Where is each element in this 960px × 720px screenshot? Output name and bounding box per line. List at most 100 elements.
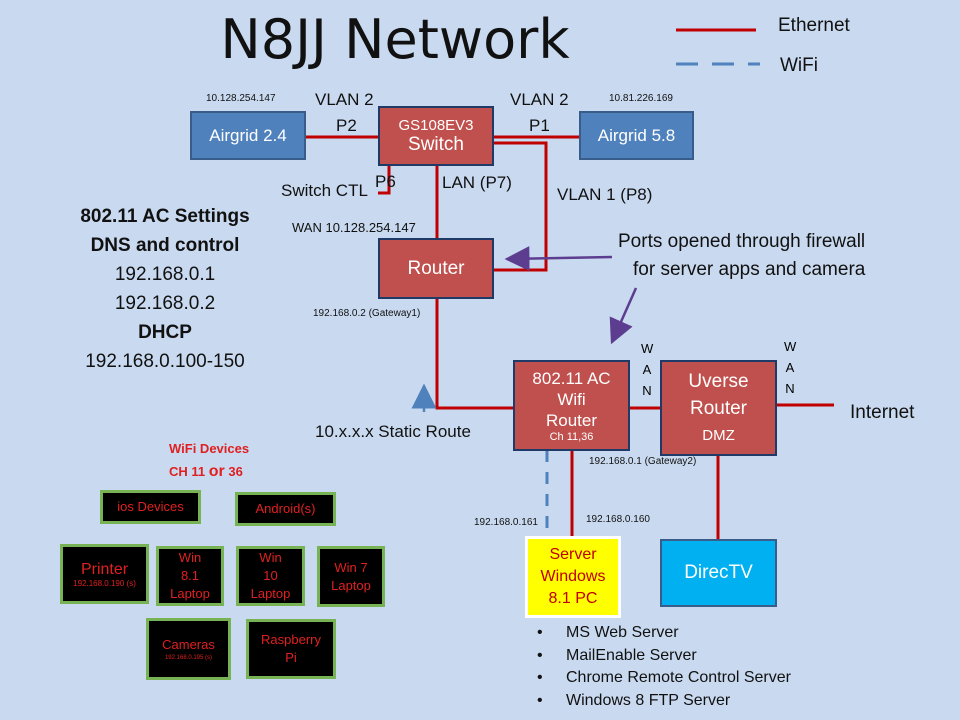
wan-letters-wifi-router: W A N — [641, 338, 653, 401]
wifi-router-channel: Ch 11,36 — [549, 430, 594, 443]
vlan1-p8-label: VLAN 1 (P8) — [557, 185, 653, 204]
airgrid58-ip: 10.81.226.169 — [609, 93, 673, 104]
settings-dns1: 192.168.0.1 — [114, 264, 216, 285]
airgrid24-vlan: VLAN 2 — [315, 90, 374, 109]
win10-line1: Win — [259, 550, 282, 565]
raspberry-pi-line1: Raspberry — [261, 632, 321, 647]
settings-dns-heading: DNS and control — [90, 235, 240, 256]
legend-ethernet-label: Ethernet — [778, 15, 850, 36]
airgrid24-label: Airgrid 2.4 — [209, 125, 287, 145]
switch-model: GS108EV3 — [398, 116, 474, 134]
printer-ip: 192.168.0.190 (s) — [73, 578, 136, 588]
ports-note-line1: Ports opened through firewall — [618, 231, 866, 252]
server-apps-list: MS Web Server MailEnable Server Chrome R… — [537, 622, 791, 712]
channel-suffix: 36 — [228, 464, 243, 479]
win81-line2: 8.1 — [180, 568, 200, 583]
airgrid24-port: P2 — [336, 116, 357, 135]
firewall-arrow-to-router — [504, 246, 613, 272]
printer-node: Printer 192.168.0.190 (s) — [60, 544, 149, 604]
lan-p7-label: LAN (P7) — [442, 173, 512, 192]
list-item: Windows 8 FTP Server — [537, 690, 791, 713]
list-item: MS Web Server — [537, 622, 791, 645]
list-item: MailEnable Server — [537, 645, 791, 668]
link-switch-router-vlan1 — [493, 141, 548, 272]
win7-line1: Win 7 — [334, 559, 368, 575]
router-label: Router — [407, 257, 465, 279]
cameras-node: Cameras 192.168.0.195 (s) — [146, 618, 231, 680]
android-node: Android(s) — [235, 492, 336, 526]
win7-laptop-node: Win 7 Laptop — [317, 546, 385, 607]
switch-label: Switch — [408, 133, 464, 155]
airgrid58-port: P1 — [529, 116, 550, 135]
gateway2-label: 192.168.0.1 (Gateway2) — [589, 456, 697, 467]
directv-node: DirecTV — [660, 539, 777, 607]
settings-dhcp-range: 192.168.0.100-150 — [85, 351, 245, 372]
uverse-router-node: Uverse Router DMZ — [660, 360, 777, 456]
switch-ctl-label: Switch CTL — [281, 181, 368, 200]
ip-161-label: 192.168.0.161 — [474, 517, 538, 528]
wan-letter-a: A — [785, 360, 795, 375]
router-node: Router — [378, 238, 494, 299]
wan-letters-uverse: W A N — [784, 336, 796, 399]
wifi-devices-heading: WiFi Devices — [169, 441, 250, 456]
win10-line2: 10 — [263, 568, 278, 583]
server-line2: Windows — [540, 568, 606, 585]
firewall-arrow-to-wifi — [609, 287, 638, 345]
ios-devices-node: ios Devices — [100, 490, 201, 524]
port-p6-label: P6 — [375, 172, 396, 191]
android-label: Android(s) — [255, 501, 316, 516]
channel-prefix: CH 11 — [169, 464, 206, 479]
wan-letter-w: W — [641, 341, 654, 356]
legend-wifi-label: WiFi — [780, 55, 818, 76]
wifi-router-line2: Wifi — [557, 389, 586, 409]
win81-line3: Laptop — [170, 586, 210, 601]
switch-node: GS108EV3 Switch — [378, 106, 494, 166]
printer-label: Printer — [80, 560, 129, 578]
directv-label: DirecTV — [684, 562, 753, 583]
uverse-line1: Uverse — [688, 370, 749, 392]
settings-dhcp-heading: DHCP — [138, 322, 192, 343]
raspberry-pi-line2: Pi — [285, 650, 297, 665]
link-switch-ctl — [378, 165, 391, 195]
page-title: N8JJ Network — [220, 8, 570, 71]
wan-letter-n: N — [642, 383, 652, 398]
settings-heading: 802.11 AC Settings — [80, 206, 250, 227]
wifi-router-node: 802.11 AC Wifi Router Ch 11,36 — [513, 360, 630, 451]
static-route-label: 10.x.x.x Static Route — [315, 422, 471, 441]
wan-letter-a: A — [642, 362, 652, 377]
win10-line3: Laptop — [250, 586, 291, 601]
airgrid24-ip: 10.128.254.147 — [206, 93, 276, 104]
settings-panel: 802.11 AC Settings DNS and control 192.1… — [60, 202, 270, 376]
wan-letter-w: W — [784, 339, 797, 354]
wifi-router-line1: 802.11 AC — [532, 368, 611, 388]
win7-line2: Laptop — [331, 577, 371, 593]
airgrid58-label: Airgrid 5.8 — [597, 125, 676, 145]
server-node: Server Windows 8.1 PC — [525, 536, 621, 618]
airgrid24-node: Airgrid 2.4 — [190, 111, 306, 160]
ios-devices-label: ios Devices — [117, 499, 184, 514]
cameras-ip: 192.168.0.195 (s) — [164, 654, 213, 661]
wan-ip-label: WAN 10.128.254.147 — [292, 220, 416, 235]
gateway1-label: 192.168.0.2 (Gateway1) — [313, 308, 421, 319]
internet-label: Internet — [850, 402, 915, 423]
uverse-line3: DMZ — [702, 426, 735, 444]
wifi-router-line3: Router — [545, 410, 598, 430]
link-router-wifi-router — [435, 298, 514, 410]
win81-line1: Win — [178, 550, 202, 565]
wan-letter-n: N — [785, 381, 795, 396]
channel-or: or — [208, 463, 225, 480]
cameras-label: Cameras — [162, 636, 215, 652]
wifi-devices-channel: CH 11 or 36 — [169, 463, 243, 481]
win10-laptop-node: Win 10 Laptop — [236, 546, 305, 606]
airgrid58-vlan: VLAN 2 — [510, 90, 569, 109]
ports-note-line2: for server apps and camera — [633, 259, 866, 280]
uverse-line2: Router — [689, 397, 748, 419]
list-item: Chrome Remote Control Server — [537, 667, 791, 690]
server-line3: 8.1 PC — [548, 590, 598, 607]
raspberry-pi-node: Raspberry Pi — [246, 619, 336, 679]
airgrid58-node: Airgrid 5.8 — [579, 111, 694, 160]
ip-160-label: 192.168.0.160 — [586, 514, 650, 525]
server-line1: Server — [549, 546, 597, 563]
